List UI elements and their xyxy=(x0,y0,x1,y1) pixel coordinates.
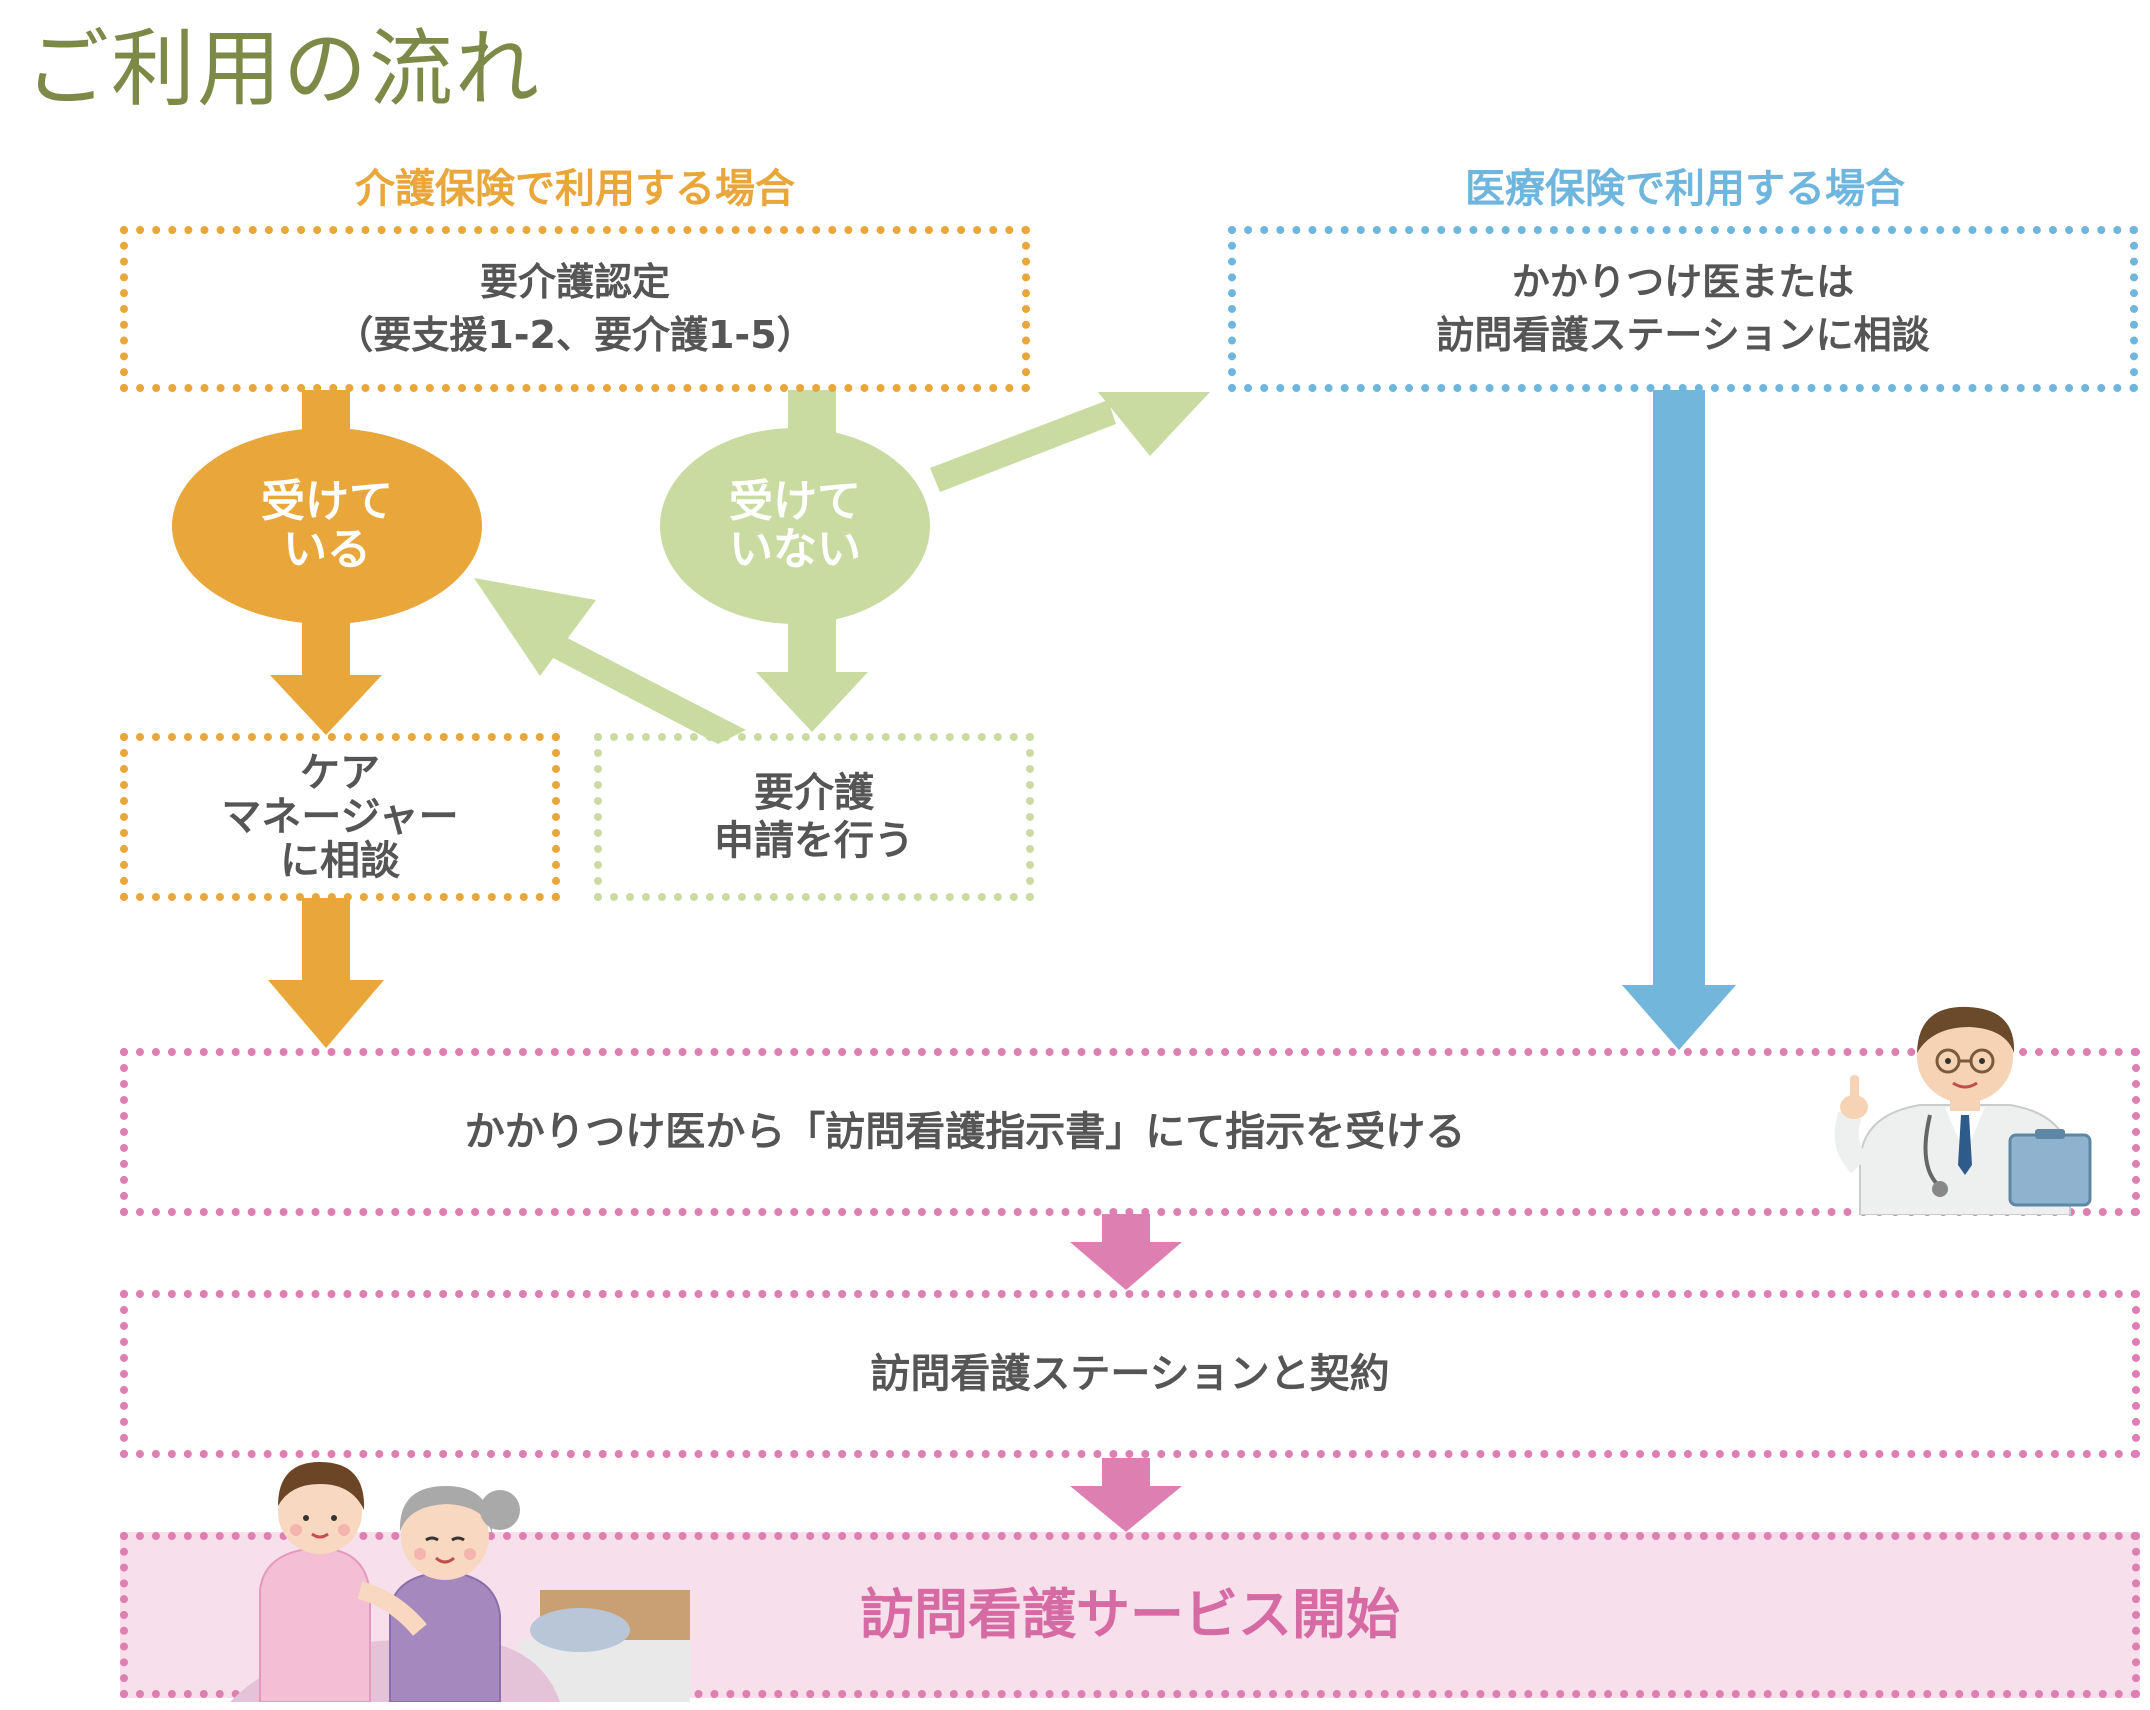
nurse-and-elderly-illustration xyxy=(230,1462,690,1702)
care-manager-line3: に相談 xyxy=(280,838,400,884)
arrow-pink-down-1 xyxy=(1070,1214,1182,1290)
received-circle: 受けて いる xyxy=(172,428,482,624)
arrow-green-down xyxy=(756,615,868,732)
certification-line1: 要介護認定 xyxy=(479,259,670,304)
apply-line1: 要介護 xyxy=(754,770,874,816)
arrow-orange-down-2 xyxy=(268,898,384,1048)
care-insurance-heading: 介護保険で利用する場合 xyxy=(355,166,795,212)
medical-consult-box: かかりつけ医または 訪問看護ステーションに相談 xyxy=(1228,226,2138,392)
medical-insurance-heading: 医療保険で利用する場合 xyxy=(1465,166,1905,212)
instruction-box: かかりつけ医から「訪問看護指示書」にて指示を受ける xyxy=(120,1048,2140,1216)
start-text: 訪問看護サービス開始 xyxy=(860,1583,1400,1647)
care-manager-line1: ケア xyxy=(300,750,380,796)
not-received-circle-line1: 受けて xyxy=(729,475,861,527)
doctor-illustration xyxy=(1834,1006,2092,1215)
apply-line2: 申請を行う xyxy=(714,818,914,864)
received-circle-line2: いる xyxy=(283,524,371,575)
received-circle-line1: 受けて xyxy=(261,475,393,527)
apply-box: 要介護 申請を行う xyxy=(594,733,1034,901)
arrow-pink-down-2 xyxy=(1070,1458,1182,1532)
arrow-orange-down-1 xyxy=(270,615,382,735)
care-manager-box: ケア マネージャー に相談 xyxy=(120,733,560,901)
not-received-circle-line2: いない xyxy=(729,524,861,575)
page-title: ご利用の流れ xyxy=(25,20,542,118)
arrow-green-to-received xyxy=(474,578,746,744)
arrow-green-to-medical xyxy=(930,392,1210,492)
certification-line2: （要支援1-2、要介護1-5） xyxy=(335,313,815,357)
contract-text: 訪問看護ステーションと契約 xyxy=(870,1351,1390,1397)
care-manager-line2: マネージャー xyxy=(221,794,459,840)
consult-doctor-line1: かかりつけ医または xyxy=(1511,259,1855,304)
instruction-text: かかりつけ医から「訪問看護指示書」にて指示を受ける xyxy=(464,1109,1466,1155)
arrow-blue-down xyxy=(1622,390,1736,1050)
contract-box: 訪問看護ステーションと契約 xyxy=(120,1290,2140,1458)
not-received-circle: 受けて いない xyxy=(660,428,930,624)
certification-box: 要介護認定 （要支援1-2、要介護1-5） xyxy=(120,226,1030,392)
consult-doctor-line2: 訪問看護ステーションに相談 xyxy=(1436,313,1930,357)
